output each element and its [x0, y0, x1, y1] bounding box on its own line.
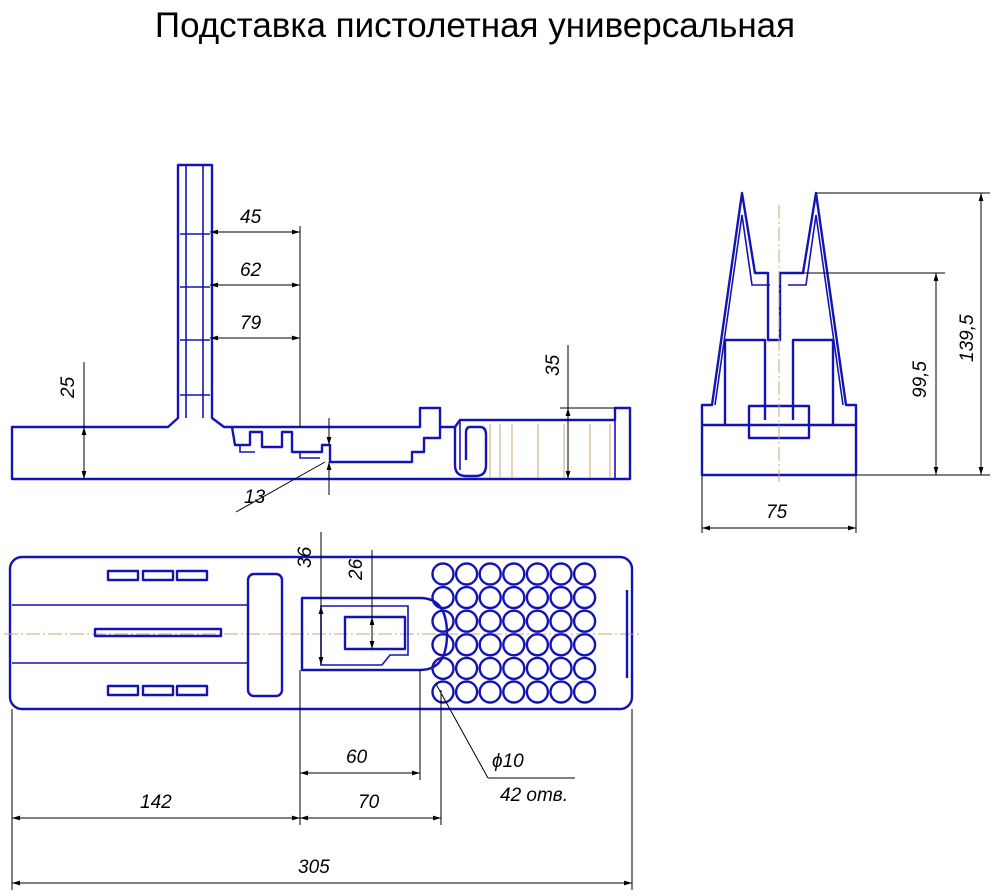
- hole: [431, 656, 455, 681]
- hole: [431, 680, 455, 704]
- slot: [175, 684, 209, 697]
- hole-section-hatch: [489, 424, 611, 478]
- hole: [431, 562, 455, 586]
- side-outline: [700, 191, 858, 477]
- hole: [478, 680, 502, 704]
- hole-count-label: 42 отв.: [500, 785, 568, 806]
- hole: [478, 609, 502, 633]
- hole: [502, 680, 526, 704]
- side-inner-outline: [714, 214, 844, 406]
- slot: [175, 569, 209, 582]
- hole: [454, 680, 479, 704]
- hole: [549, 656, 573, 681]
- dim-75-label: 75: [766, 502, 788, 523]
- hole: [454, 656, 479, 681]
- section-detail: [239, 445, 320, 459]
- drawing-title: Подставка пистолетная универсальная: [154, 6, 796, 45]
- dim-305-label: 305: [298, 857, 330, 878]
- pocket-window: [343, 615, 407, 651]
- dim-25-label: 25: [58, 376, 79, 399]
- slot: [106, 684, 140, 697]
- dim-142-label: 142: [140, 792, 172, 813]
- hole: [549, 680, 573, 704]
- hole-array: [431, 562, 597, 704]
- slot: [141, 569, 175, 582]
- pocket-inner: [320, 605, 409, 666]
- hole: [572, 633, 597, 657]
- dim-36-label: 36: [295, 546, 316, 568]
- hole: [478, 633, 502, 657]
- dim-26-label: 26: [346, 558, 367, 581]
- hole: [502, 585, 526, 610]
- dim-79-label: 79: [240, 313, 262, 334]
- hole: [525, 609, 550, 633]
- hole: [478, 562, 502, 586]
- hole: [549, 585, 573, 610]
- front-view: 45 62 79 25 35 13: [10, 163, 632, 513]
- hole: [525, 656, 550, 681]
- hole: [502, 609, 526, 633]
- hole: [549, 609, 573, 633]
- hole: [572, 585, 597, 610]
- hole: [454, 609, 479, 633]
- hole: [431, 633, 455, 657]
- dim-35-label: 35: [543, 354, 564, 376]
- hole: [572, 609, 597, 633]
- front-clip-loop: [453, 425, 488, 478]
- hole: [572, 656, 597, 681]
- hole-diameter-label: ϕ10: [492, 751, 524, 772]
- hole: [525, 585, 550, 610]
- front-section-profile: [230, 426, 442, 464]
- hole: [478, 656, 502, 681]
- hole: [549, 562, 573, 586]
- dim-13-label: 13: [244, 487, 266, 508]
- hole: [525, 562, 550, 586]
- hole: [525, 680, 550, 704]
- upright-top: [246, 572, 284, 698]
- side-view: 139,5 99,5 75: [700, 191, 990, 533]
- center-slot: [93, 627, 223, 638]
- side-channels: [723, 338, 835, 425]
- hole: [478, 585, 502, 610]
- hole: [572, 680, 597, 704]
- hole: [525, 633, 550, 657]
- dim-70-label: 70: [358, 792, 380, 813]
- dim-60-label: 60: [346, 747, 368, 768]
- hole: [502, 656, 526, 681]
- slot: [141, 684, 175, 697]
- leader-13: [235, 461, 326, 513]
- hole: [549, 633, 573, 657]
- hole: [454, 633, 479, 657]
- hole: [502, 633, 526, 657]
- dim-139-label: 139,5: [957, 314, 978, 362]
- hole-leader: [435, 683, 489, 779]
- hole: [431, 609, 455, 633]
- slot: [106, 569, 140, 582]
- hole: [454, 562, 479, 586]
- hole: [502, 562, 526, 586]
- front-base-outline: [10, 163, 632, 481]
- top-view: 36 26 60 70 142 305 ϕ10 42 отв.: [4, 532, 640, 890]
- dim-99-label: 99,5: [910, 361, 931, 398]
- hole: [454, 585, 479, 610]
- dim-62-label: 62: [240, 260, 262, 281]
- dim-45-label: 45: [240, 207, 262, 228]
- hole: [572, 562, 597, 586]
- hole: [431, 585, 455, 610]
